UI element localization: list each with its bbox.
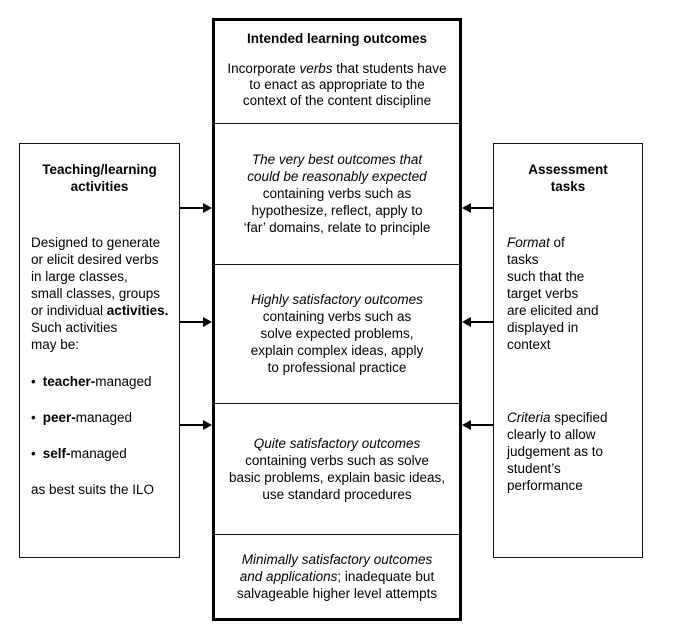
assessment-tasks-box: Assessment tasks Format of tasks such th…	[493, 143, 643, 558]
outcome-section-quite-satisfactory: Quite satisfactory outcomes containing v…	[215, 404, 459, 535]
outcome-level-italic-text: Quite satisfactory outcomes	[253, 435, 421, 451]
outcome-level-text: containing verbs such as hypothesize, re…	[243, 186, 431, 235]
assessment-format-paragraph: Format of tasks such that the target ver…	[494, 234, 642, 353]
outcome-level-italic-text: Minimally satisfactory outcomes and appl…	[239, 551, 433, 584]
arrow-shaft	[469, 321, 493, 323]
teaching-learning-activities-box: Teaching/learning activities Designed to…	[19, 143, 180, 558]
bullet-bold-text: peer-	[42, 410, 76, 425]
outcome-level-text: containing verbs such as solve expected …	[250, 309, 424, 375]
arrow-shaft	[469, 207, 493, 209]
arrow-head-icon	[203, 317, 212, 327]
arrow-head-icon	[203, 203, 212, 213]
bullet-text: managed	[75, 410, 133, 425]
ilo-description: Incorporate verbs that students have to …	[217, 61, 457, 109]
arrow-shaft	[180, 207, 205, 209]
activity-modes-list: • teacher-managed • peer-managed • self-man…	[20, 373, 179, 462]
bullet-text: managed	[95, 374, 152, 389]
outcome-level-italic-text: The very best outcomes that could be rea…	[247, 152, 427, 184]
ilo-header-section: Intended learning outcomes Incorporate v…	[215, 21, 459, 124]
arrow-right-icon	[180, 420, 212, 430]
arrow-head-icon	[462, 317, 471, 327]
outcome-section-highly-satisfactory: Highly satisfactory outcomes containing …	[215, 265, 459, 404]
outcome-highly-satisfactory-text: Highly satisfactory outcomes containing …	[251, 291, 424, 376]
arrow-left-icon	[462, 420, 493, 430]
bullet-text: managed	[70, 446, 127, 461]
outcome-level-text: containing verbs such as solve basic pro…	[228, 452, 446, 502]
arrow-shaft	[469, 424, 493, 426]
outcome-section-minimally-satisfactory: Minimally satisfactory outcomes and appl…	[215, 535, 459, 619]
assessment-tasks-title: Assessment tasks	[528, 162, 608, 194]
list-item-peer-managed: • peer-managed	[31, 409, 179, 426]
arrow-head-icon	[203, 420, 212, 430]
description-bold-text: activities.	[106, 303, 169, 318]
arrow-left-icon	[462, 203, 493, 213]
assessment-criteria-paragraph: Criteria specified clearly to allow judg…	[494, 409, 642, 494]
bullet-icon: •	[31, 446, 36, 461]
bullet-icon: •	[31, 374, 36, 389]
ilo-description-text: Incorporate	[227, 61, 300, 76]
teaching-learning-activities-description: Designed to generate or elicit desired v…	[20, 234, 179, 353]
list-item-self-managed: • self-managed	[31, 445, 179, 462]
arrow-shaft	[180, 424, 205, 426]
outcome-section-very-best: The very best outcomes that could be rea…	[215, 124, 459, 265]
description-text: Designed to generate or elicit desired v…	[31, 235, 161, 318]
intended-learning-outcomes-title: Intended learning outcomes	[246, 31, 428, 46]
outcome-level-text: ; inadequate but salvageable higher leve…	[236, 568, 438, 601]
criteria-text: specified clearly to allow judgement as …	[507, 410, 608, 493]
outcome-minimally-satisfactory-text: Minimally satisfactory outcomes and appl…	[237, 551, 437, 602]
outcome-very-best-text: The very best outcomes that could be rea…	[244, 151, 431, 236]
ilo-description-italic-text: verbs	[299, 61, 333, 76]
outcome-level-italic-text: Highly satisfactory outcomes	[251, 292, 423, 307]
teaching-learning-activities-footer: as best suits the ILO	[31, 482, 155, 497]
criteria-italic-text: Criteria	[507, 410, 551, 425]
description-text: Such activities may be:	[31, 320, 118, 352]
outcome-quite-satisfactory-text: Quite satisfactory outcomes containing v…	[229, 435, 445, 503]
ilo-description-text: that students have to enact as appropria…	[242, 61, 447, 108]
arrow-head-icon	[462, 420, 471, 430]
arrow-right-icon	[180, 317, 212, 327]
arrow-left-icon	[462, 317, 493, 327]
bullet-bold-text: teacher-	[42, 374, 96, 389]
format-text: of tasks such that the target verbs are …	[507, 235, 599, 352]
format-italic-text: Format	[507, 235, 550, 250]
arrow-shaft	[180, 321, 205, 323]
arrow-right-icon	[180, 203, 212, 213]
bullet-icon: •	[31, 410, 36, 425]
intended-learning-outcomes-box: Intended learning outcomes Incorporate v…	[212, 18, 462, 621]
teaching-learning-activities-title: Teaching/learning activities	[42, 162, 157, 194]
bullet-bold-text: self-	[42, 446, 71, 461]
list-item-teacher-managed: • teacher-managed	[31, 373, 179, 390]
arrow-head-icon	[462, 203, 471, 213]
